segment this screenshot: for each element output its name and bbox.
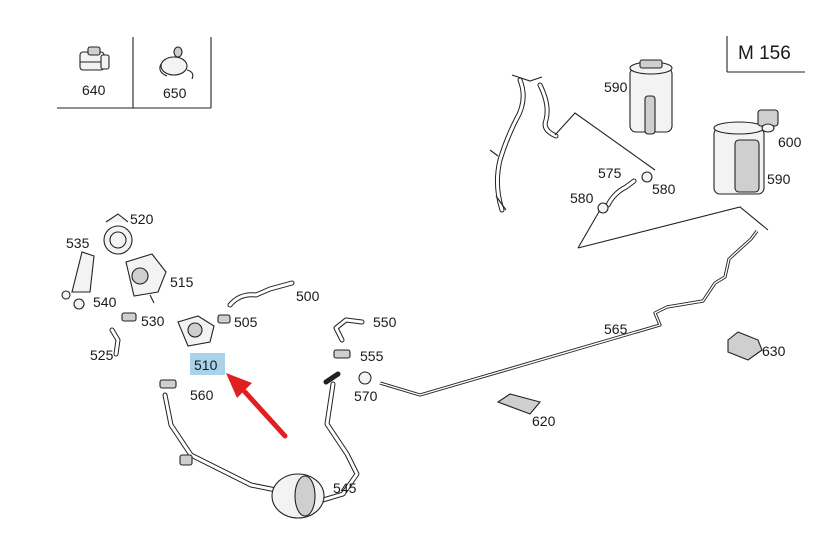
hose-525 — [109, 327, 121, 357]
pointer-arrow — [226, 373, 288, 439]
callout-515: 515 — [170, 274, 194, 290]
callout-600: 600 — [778, 134, 802, 150]
callout-565: 565 — [604, 321, 628, 337]
elbow-550 — [333, 317, 365, 343]
engine-label: M 156 — [738, 43, 791, 64]
pump-510 — [177, 315, 215, 347]
pump-515 — [125, 253, 167, 304]
leader-line — [577, 209, 601, 249]
callout-555: 555 — [360, 348, 384, 364]
connector-555 — [333, 349, 351, 359]
clamp-520 — [103, 213, 133, 255]
connector-505 — [217, 314, 231, 324]
connector-530 — [121, 312, 137, 322]
callout-labels: 500 505 510 515 520 525 530 535 540 545 … — [66, 79, 802, 496]
inset-box: 640 650 — [57, 37, 212, 109]
engine-label-box: M 156 — [726, 36, 805, 73]
callout-590a: 590 — [604, 79, 628, 95]
clip-bracket-icon — [79, 46, 110, 71]
highlight-510 — [190, 353, 225, 375]
callout-520: 520 — [130, 211, 154, 227]
callout-550: 550 — [373, 314, 397, 330]
callout-530: 530 — [141, 313, 165, 329]
clamp-580 — [597, 171, 653, 214]
filter-545 — [271, 473, 325, 519]
callout-500: 500 — [296, 288, 320, 304]
valve-600 — [757, 109, 779, 133]
leader-line — [577, 206, 769, 249]
inset-label-650: 650 — [163, 85, 187, 101]
callout-580a: 580 — [652, 181, 676, 197]
clip-570 — [323, 371, 372, 385]
callout-590b: 590 — [767, 171, 791, 187]
carbon-canister-590a — [629, 59, 673, 135]
hose-575 — [605, 178, 637, 208]
callout-545: 545 — [333, 480, 357, 496]
callout-505: 505 — [234, 314, 258, 330]
callout-620: 620 — [532, 413, 556, 429]
callout-525: 525 — [90, 347, 114, 363]
callout-580b: 580 — [570, 190, 594, 206]
callout-575: 575 — [598, 165, 622, 181]
carbon-canister-590b — [713, 121, 765, 195]
callout-630: 630 — [762, 343, 786, 359]
hose-500 — [227, 280, 295, 308]
inset-label-640: 640 — [82, 82, 106, 98]
washer-540 — [73, 298, 85, 310]
leader-line — [554, 112, 656, 171]
block-620 — [496, 393, 541, 415]
hose-to-545 — [162, 381, 360, 503]
callout-510: 510 — [194, 357, 218, 373]
callout-535: 535 — [66, 235, 90, 251]
bracket-535 — [61, 251, 95, 300]
upper-line-assembly — [489, 74, 559, 213]
callout-540: 540 — [93, 294, 117, 310]
callout-570: 570 — [354, 388, 378, 404]
connector-560 — [159, 379, 177, 389]
bracket-630 — [727, 331, 763, 361]
callout-560: 560 — [190, 387, 214, 403]
hose-clamp-icon — [159, 46, 194, 80]
pipe-565 — [379, 230, 759, 397]
